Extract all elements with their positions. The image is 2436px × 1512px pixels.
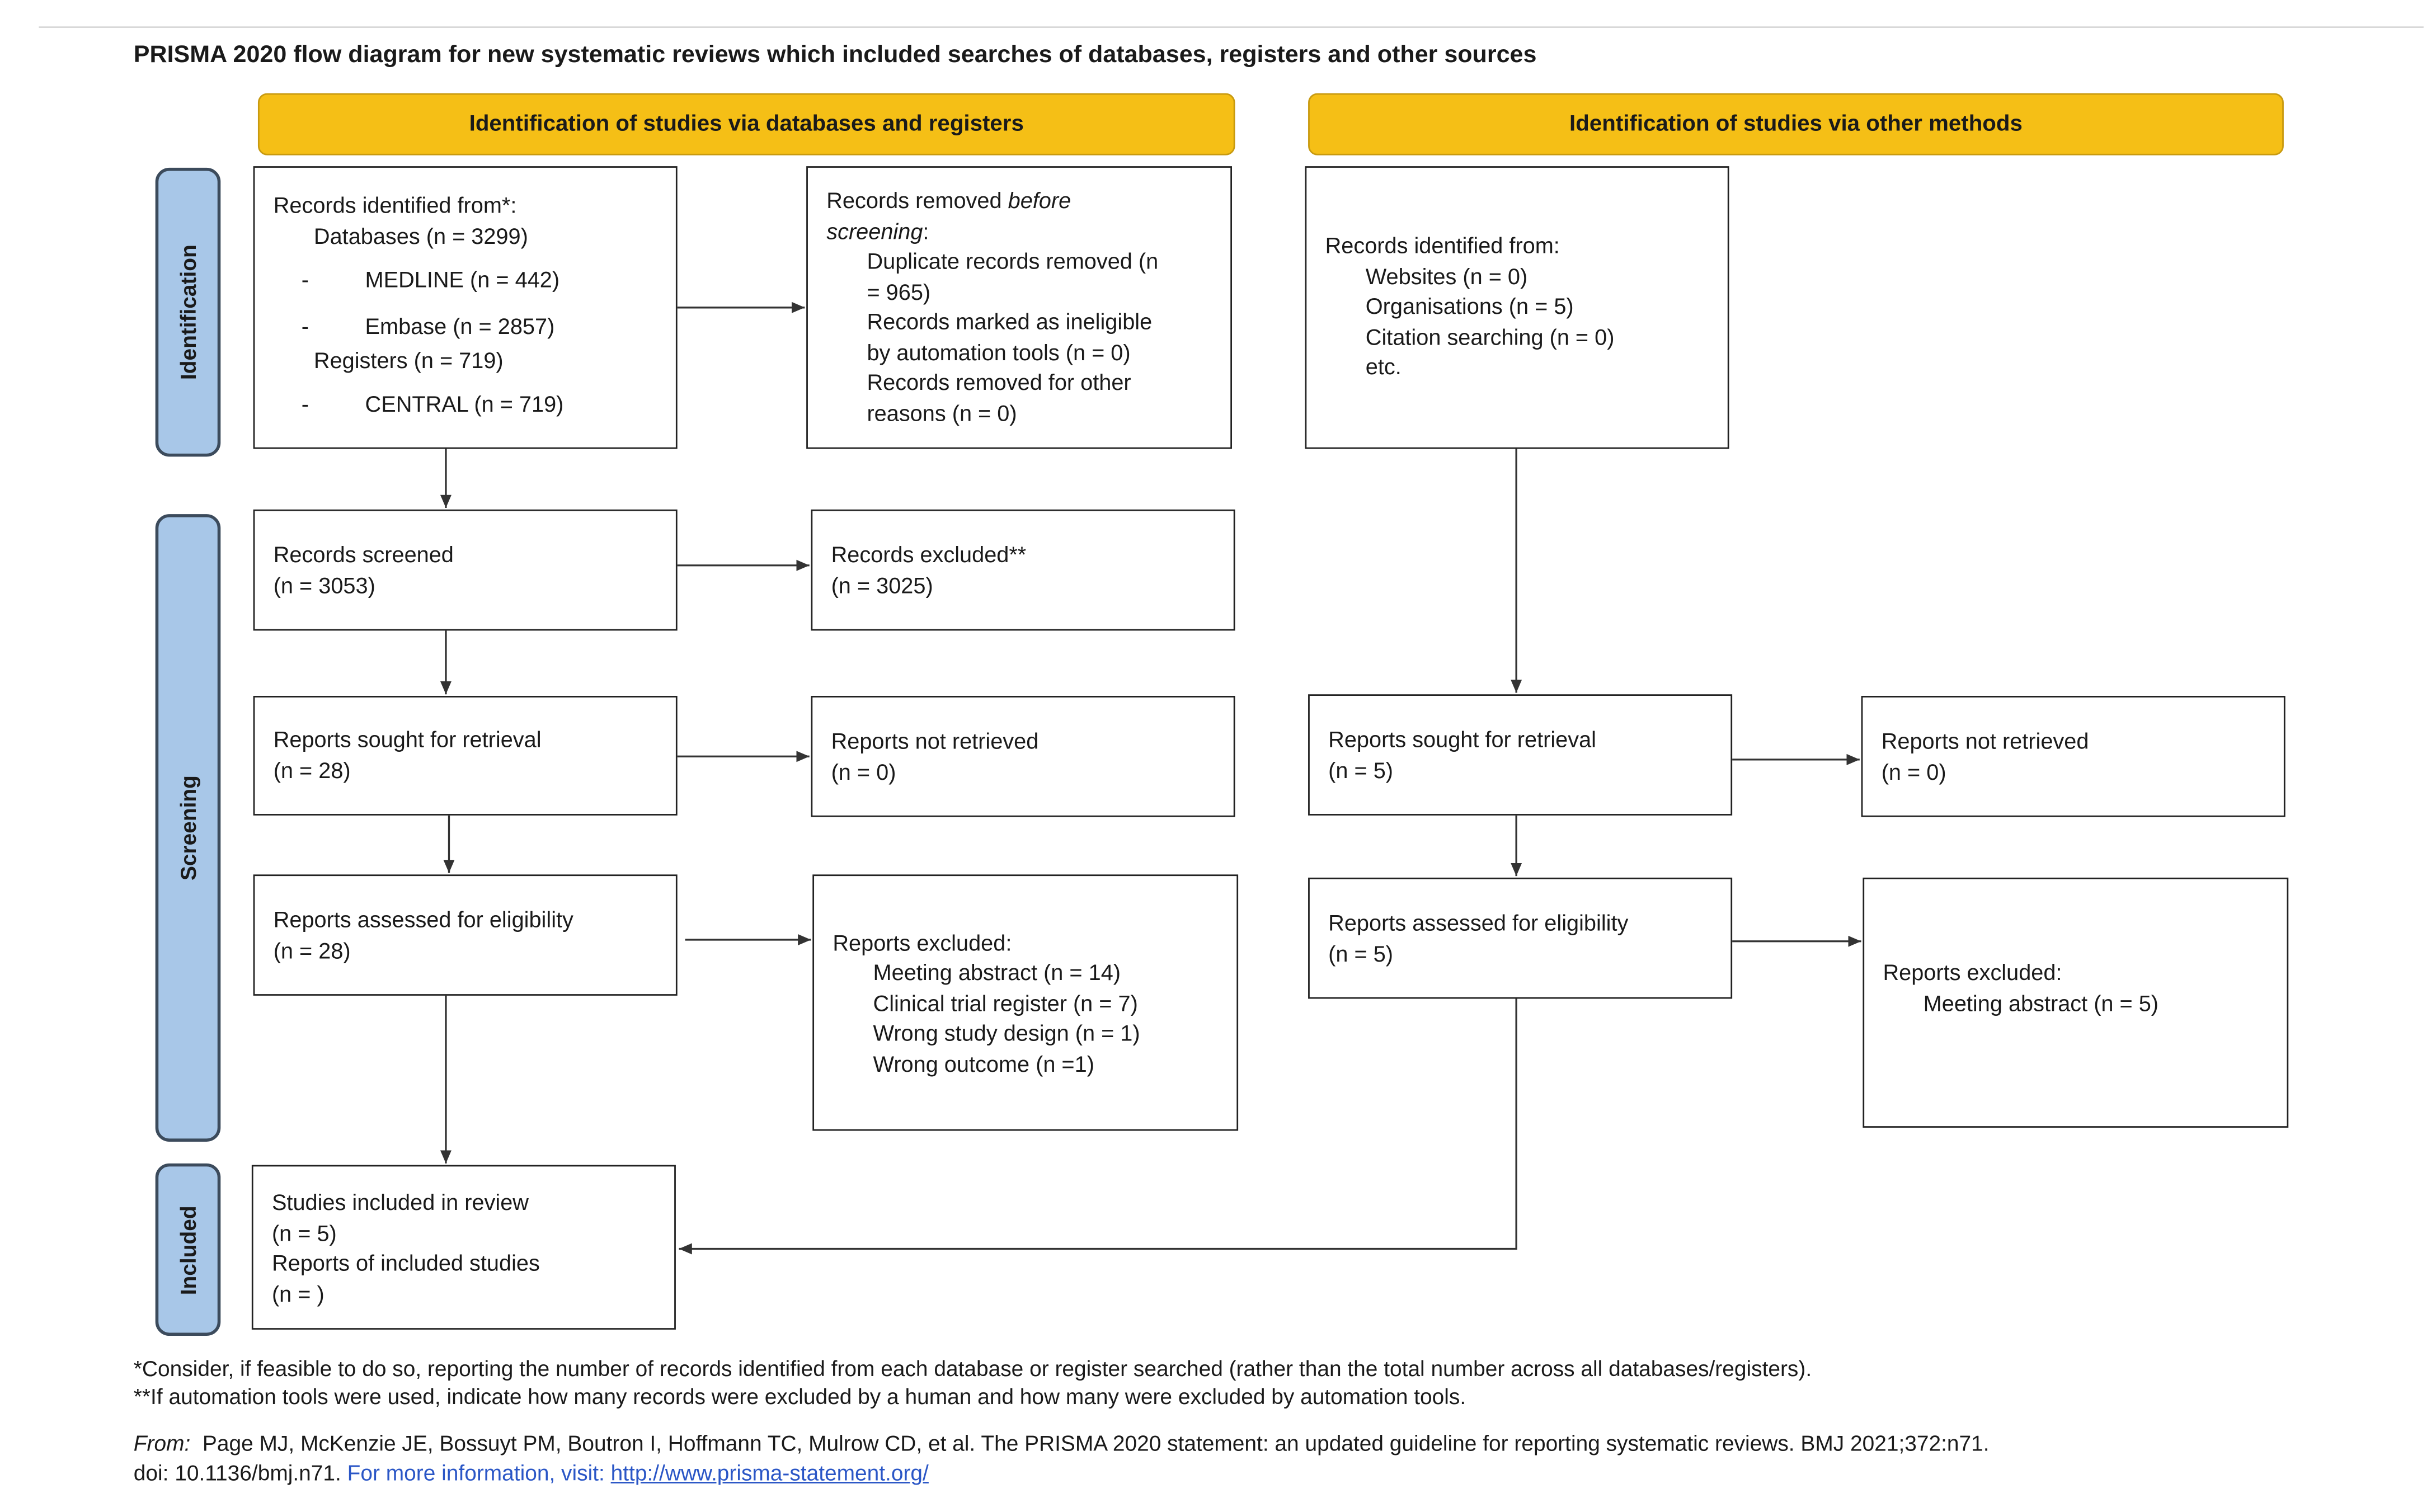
citation-line: From: Page MJ, McKenzie JE, Bossuyt PM, … (134, 1429, 1990, 1457)
diagram-title: PRISMA 2020 flow diagram for new systema… (133, 41, 1537, 69)
text-line: etc. (1365, 355, 1402, 381)
text-line: Websites (n = 0) (1365, 265, 1528, 291)
text-line: Reports excluded: (833, 932, 1012, 957)
text-span: Records removed (826, 189, 1008, 215)
text-line: Records identified from*: (273, 194, 517, 219)
text-line: by automation tools (n = 0) (867, 341, 1131, 367)
dash-bullet: - (301, 393, 309, 418)
text-line: (n = 0) (831, 761, 896, 786)
text-line: (n = 3053) (273, 574, 375, 600)
header-databases: Identification of studies via databases … (257, 93, 1235, 156)
citation-doi-line: doi: 10.1136/bmj.n71. For more informati… (134, 1458, 929, 1486)
citation-text: Page MJ, McKenzie JE, Bossuyt PM, Boutro… (190, 1430, 1990, 1456)
text-line: MEDLINE (n = 442) (365, 269, 560, 294)
footnote-1: *Consider, if feasible to do so, reporti… (133, 1356, 1812, 1381)
box-records-screened: Records screened (n = 3053) (253, 509, 678, 631)
text-line: (n = 28) (273, 939, 351, 965)
box-other-reports-assessed: Reports assessed for eligibility (n = 5) (1308, 877, 1733, 999)
text-line: Reports sought for retrieval (1328, 728, 1596, 753)
box-reports-sought: Reports sought for retrieval (n = 28) (253, 696, 678, 816)
phase-identification: Identification (155, 167, 221, 457)
text-line: Wrong study design (n = 1) (873, 1022, 1140, 1047)
box-records-removed: Records removed before screening: Duplic… (806, 166, 1233, 449)
text-line: CENTRAL (n = 719) (365, 393, 564, 418)
box-other-reports-not-retrieved: Reports not retrieved (n = 0) (1861, 696, 2285, 817)
text-line: Meeting abstract (n = 14) (873, 961, 1121, 987)
text-line: reasons (n = 0) (867, 402, 1017, 427)
text-line: Reports sought for retrieval (273, 728, 542, 753)
text-line: Records screened (273, 543, 454, 569)
text-line: Records removed before (826, 188, 1071, 218)
text-line: (n = ) (271, 1283, 325, 1308)
footnote-2: **If automation tools were used, indicat… (133, 1384, 1466, 1409)
text-line: Embase (n = 2857) (365, 315, 555, 341)
top-divider (39, 26, 2424, 28)
text-line: Duplicate records removed (n (867, 250, 1159, 275)
text-line: Records marked as ineligible (867, 310, 1153, 336)
text-line: Reports assessed for eligibility (1328, 911, 1629, 937)
text-line: (n = 0) (1881, 761, 1946, 786)
header-other-methods: Identification of studies via other meth… (1308, 93, 2284, 156)
box-reports-excluded: Reports excluded: Meeting abstract (n = … (812, 874, 1239, 1131)
text-line: Records excluded** (831, 543, 1027, 569)
text-line: Reports of included studies (271, 1252, 540, 1277)
text-italic: screening (826, 220, 923, 246)
text-line: (n = 28) (273, 759, 351, 785)
text-line: (n = 5) (1328, 759, 1394, 785)
box-reports-not-retrieved: Reports not retrieved (n = 0) (811, 696, 1235, 817)
text-italic: before (1008, 189, 1071, 215)
text-line: Registers (n = 719) (313, 349, 504, 375)
text-line: (n = 5) (1328, 943, 1394, 968)
text-line: Reports assessed for eligibility (273, 908, 573, 934)
dash-bullet: - (301, 269, 309, 294)
box-reports-assessed: Reports assessed for eligibility (n = 28… (253, 874, 678, 996)
text-line: Reports excluded: (1883, 961, 2062, 987)
box-other-records-identified: Records identified from: Websites (n = 0… (1305, 166, 1729, 449)
box-records-excluded: Records excluded** (n = 3025) (811, 509, 1235, 631)
citation-doi: doi: 10.1136/bmj.n71. (133, 1460, 347, 1485)
phase-included: Included (155, 1163, 221, 1336)
header-other-label: Identification of studies via other meth… (1569, 111, 2023, 137)
text-line: Citation searching (n = 0) (1365, 326, 1615, 351)
text-line: screening: (826, 219, 929, 249)
box-studies-included: Studies included in review (n = 5) Repor… (251, 1165, 676, 1330)
text-line: (n = 5) (271, 1222, 337, 1247)
text-line: Reports not retrieved (1881, 730, 2089, 755)
text-line: = 965) (867, 281, 931, 307)
text-span: : (923, 220, 929, 246)
text-line: Organisations (n = 5) (1365, 295, 1574, 321)
phase-screening: Screening (155, 514, 221, 1142)
box-other-reports-sought: Reports sought for retrieval (n = 5) (1308, 694, 1733, 816)
text-line: Reports not retrieved (831, 730, 1039, 755)
box-other-reports-excluded: Reports excluded: Meeting abstract (n = … (1863, 877, 2289, 1128)
text-line: (n = 3025) (831, 574, 933, 600)
text-line: Studies included in review (271, 1191, 529, 1217)
more-info-text: For more information, visit: (347, 1460, 611, 1485)
dash-bullet: - (301, 315, 309, 341)
text-line: Wrong outcome (n =1) (873, 1053, 1094, 1078)
arrow-other-assessed-to-included (679, 998, 1517, 1255)
text-line: Records removed for other (867, 371, 1131, 397)
prisma-website-link[interactable]: http://www.prisma-statement.org/ (610, 1460, 929, 1485)
text-line: Meeting abstract (n = 5) (1923, 992, 2159, 1018)
box-records-identified: Records identified from*: Databases (n =… (253, 166, 678, 449)
citation-from: From: (133, 1430, 191, 1456)
header-databases-label: Identification of studies via databases … (469, 111, 1024, 137)
text-line: Records identified from: (1325, 234, 1560, 260)
text-line: Clinical trial register (n = 7) (873, 992, 1138, 1018)
text-line: Databases (n = 3299) (313, 225, 528, 251)
